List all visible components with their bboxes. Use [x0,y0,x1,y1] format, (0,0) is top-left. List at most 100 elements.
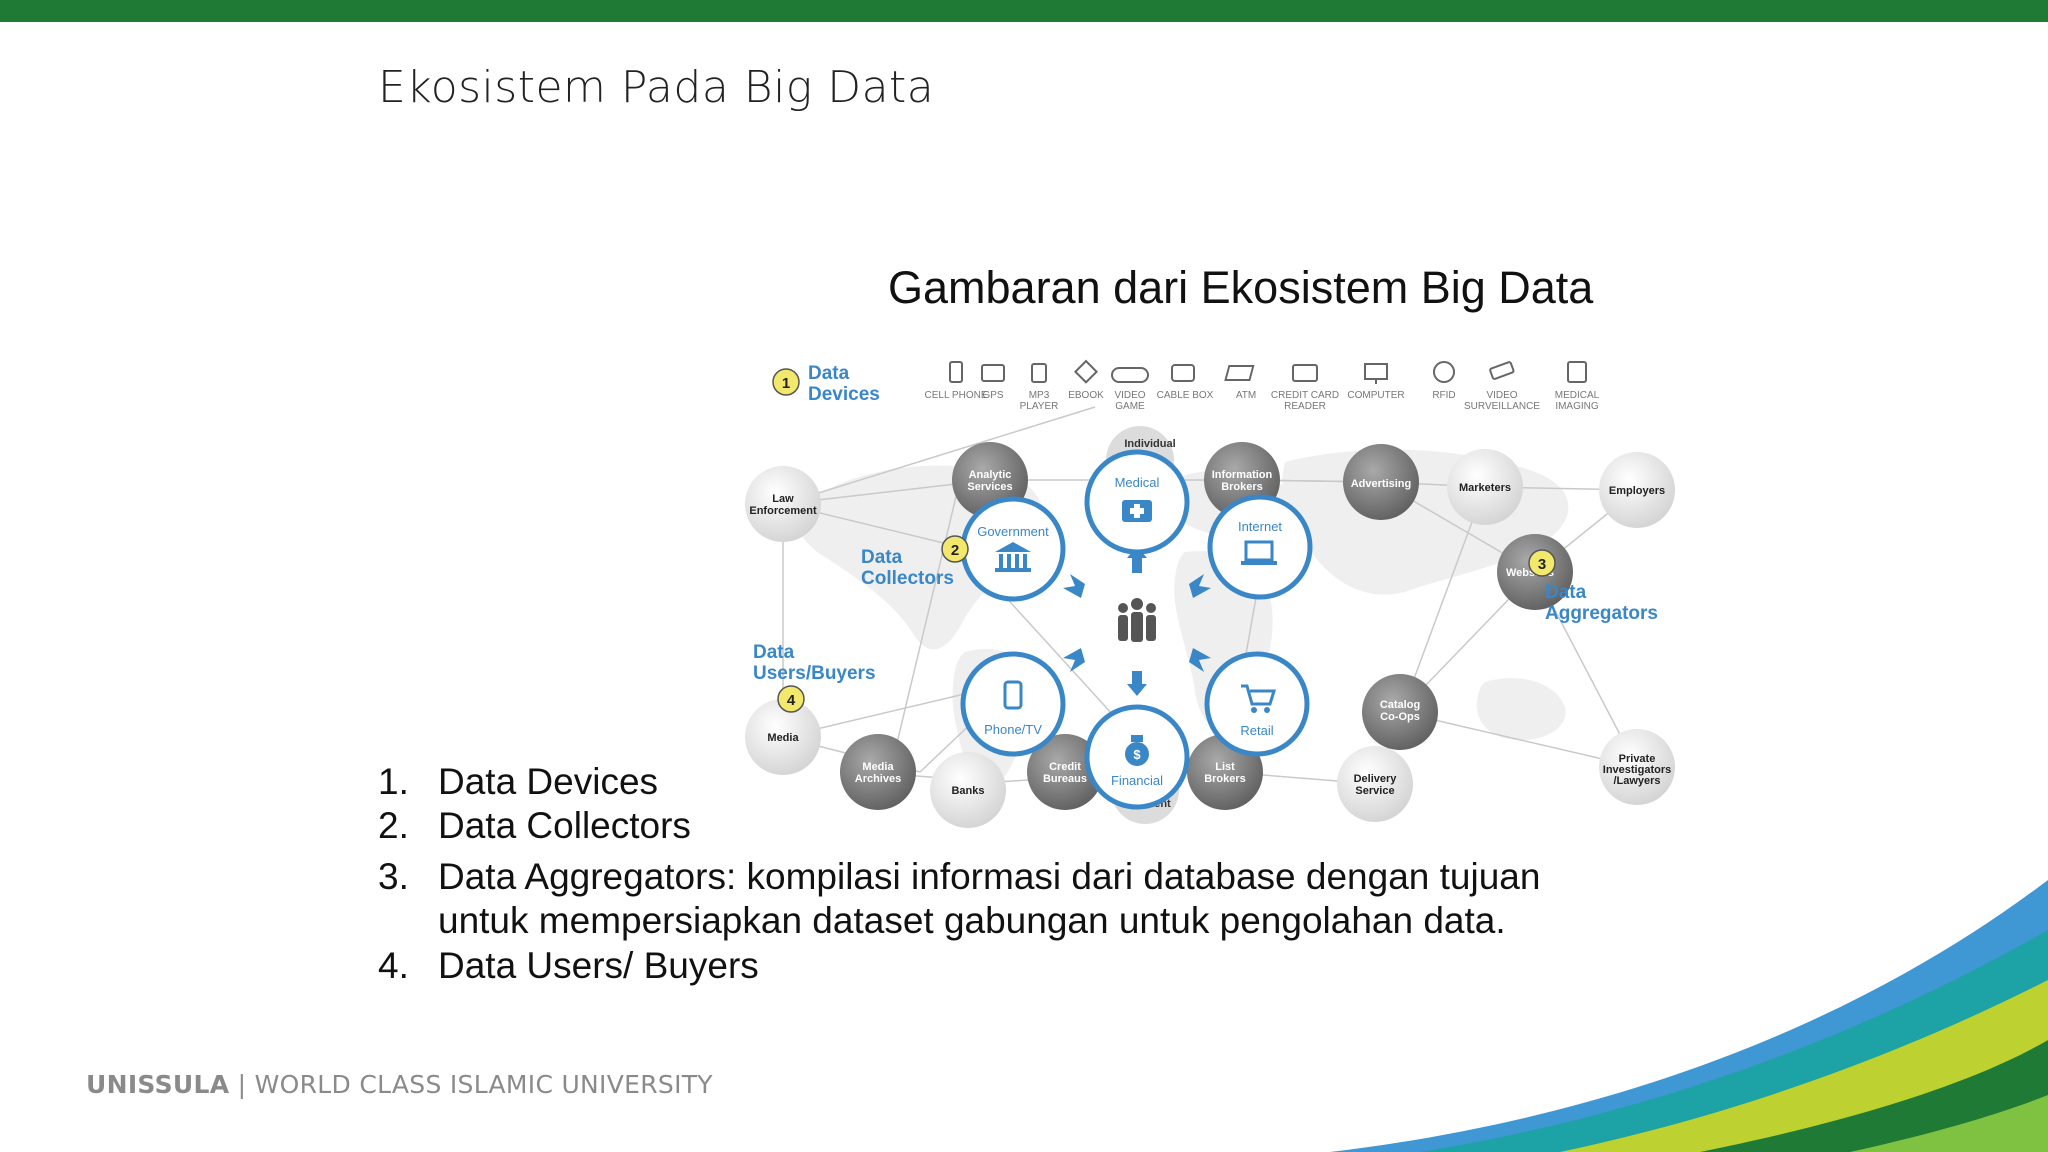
svg-text:Media: Media [862,761,894,773]
svg-text:Credit: Credit [1049,761,1081,773]
section-data-users-buyers: 4 Data Users/Buyers [753,642,876,713]
device-label: GPS [982,390,1003,401]
collector-internet: Internet [1207,494,1313,600]
footer-tagline: WORLD CLASS ISLAMIC UNIVERSITY [254,1070,713,1099]
svg-text:2: 2 [951,542,959,559]
svg-text:Financial: Financial [1111,773,1163,788]
ebook-icon [1073,359,1099,384]
video-surveillance-icon [1489,361,1515,380]
list-text: Data Users/ Buyers [438,944,759,986]
collector-financial: Financial $ [1084,704,1190,810]
list-number: 2. [378,805,409,847]
device-label-line2: GAME [1115,401,1145,412]
laptop-icon [1241,540,1277,565]
svg-text:Government: Government [977,524,1049,539]
rfid-icon [1433,361,1455,383]
credit-card-reader-icon [1292,364,1318,382]
video-game-icon [1111,367,1149,383]
computer-icon [1364,363,1388,384]
device-label: RFID [1432,390,1455,401]
government-building-icon [995,542,1031,572]
svg-text:Data: Data [861,547,903,568]
svg-text:4: 4 [787,692,796,709]
mp3-player-icon [1031,363,1047,383]
shopping-cart-icon [1241,684,1277,713]
svg-text:/Lawyers: /Lawyers [1613,775,1660,787]
svg-text:Internet: Internet [1238,519,1282,534]
svg-text:Archives: Archives [855,773,901,785]
medical-kit-icon [1122,500,1152,522]
section-data-collectors: 2 Data Collectors [861,535,969,589]
people-icon [1118,598,1156,642]
node-marketers: Marketers [1447,449,1523,525]
svg-text:Brokers: Brokers [1221,481,1263,493]
list-number: 3. [378,855,409,897]
svg-text:List: List [1215,761,1235,773]
top-green-bar [0,0,2048,22]
atm-icon [1224,365,1255,381]
svg-text:Analytic: Analytic [969,469,1012,481]
list-item: 3. Data Aggregators: kompilasi informasi… [378,855,1540,944]
device-label: CELL PHONE [925,390,988,401]
list-number: 1. [378,761,409,802]
device-label: MP3 [1029,390,1050,401]
device-label: EBOOK [1068,390,1104,401]
medical-imaging-icon [1567,361,1587,383]
device-label: ATM [1236,390,1256,401]
svg-text:3: 3 [1538,556,1546,573]
device-label: CREDIT CARD [1271,390,1339,401]
svg-text:Collectors: Collectors [861,568,954,589]
cable-box-icon [1171,364,1195,382]
data-devices-row: CELL PHONE GPS MP3 PLAYER EBOOK VIDEO GA… [925,359,1600,412]
big-data-ecosystem-diagram: CELL PHONE GPS MP3 PLAYER EBOOK VIDEO GA… [745,352,1675,832]
collector-retail: Retail [1204,651,1310,757]
collector-circles: Medical Government Internet Phone/TV Ret… [960,449,1313,810]
list-item: 4. Data Users/ Buyers [378,944,1540,988]
device-label-line2: SURVEILLANCE [1464,401,1540,412]
collector-phone-tv: Phone/TV [960,651,1066,757]
collector-government: Government [960,496,1066,602]
svg-text:Medical: Medical [1115,475,1160,490]
svg-text:Users/Buyers: Users/Buyers [753,663,876,684]
svg-text:Devices: Devices [808,384,880,405]
section-data-devices: 1 Data Devices [772,363,880,405]
svg-text:Bureaus: Bureaus [1043,773,1087,785]
footer-branding: UNISSULA | WORLD CLASS ISLAMIC UNIVERSIT… [86,1070,713,1099]
svg-text:Catalog: Catalog [1380,699,1420,711]
svg-text:Employers: Employers [1609,485,1665,497]
section-labels: 1 Data Devices 2 Data Collectors 3 Data … [753,363,1658,713]
list-text: Data Aggregators: kompilasi informasi da… [438,855,1541,897]
svg-text:Enforcement: Enforcement [749,505,817,517]
list-item: 1. Data Devices [378,760,1540,804]
svg-text:Phone/TV: Phone/TV [984,722,1042,737]
device-label-line2: PLAYER [1020,401,1059,412]
svg-text:Data: Data [753,642,795,663]
device-label: VIDEO [1114,390,1145,401]
svg-text:Individual: Individual [1124,438,1175,450]
cell-phone-icon [949,361,963,383]
device-label: VIDEO [1486,390,1517,401]
svg-text:Aggregators: Aggregators [1545,603,1658,624]
svg-text:Brokers: Brokers [1204,773,1246,785]
device-label: MEDICAL [1555,390,1600,401]
list-text: Data Devices [438,761,659,802]
device-label-line2: READER [1284,401,1326,412]
svg-text:Media: Media [767,732,799,744]
money-bag-icon: $ [1125,735,1149,766]
collector-medical: Medical [1084,449,1190,555]
svg-text:Service: Service [1355,785,1394,797]
svg-text:Information: Information [1212,469,1273,481]
svg-text:Advertising: Advertising [1351,478,1412,490]
svg-text:Data: Data [808,363,850,384]
svg-text:Retail: Retail [1240,723,1273,738]
list-number: 4. [378,944,409,986]
svg-text:Marketers: Marketers [1459,482,1511,494]
svg-text:Delivery: Delivery [1354,773,1398,785]
phone-icon [1003,680,1023,710]
gps-icon [981,364,1005,382]
